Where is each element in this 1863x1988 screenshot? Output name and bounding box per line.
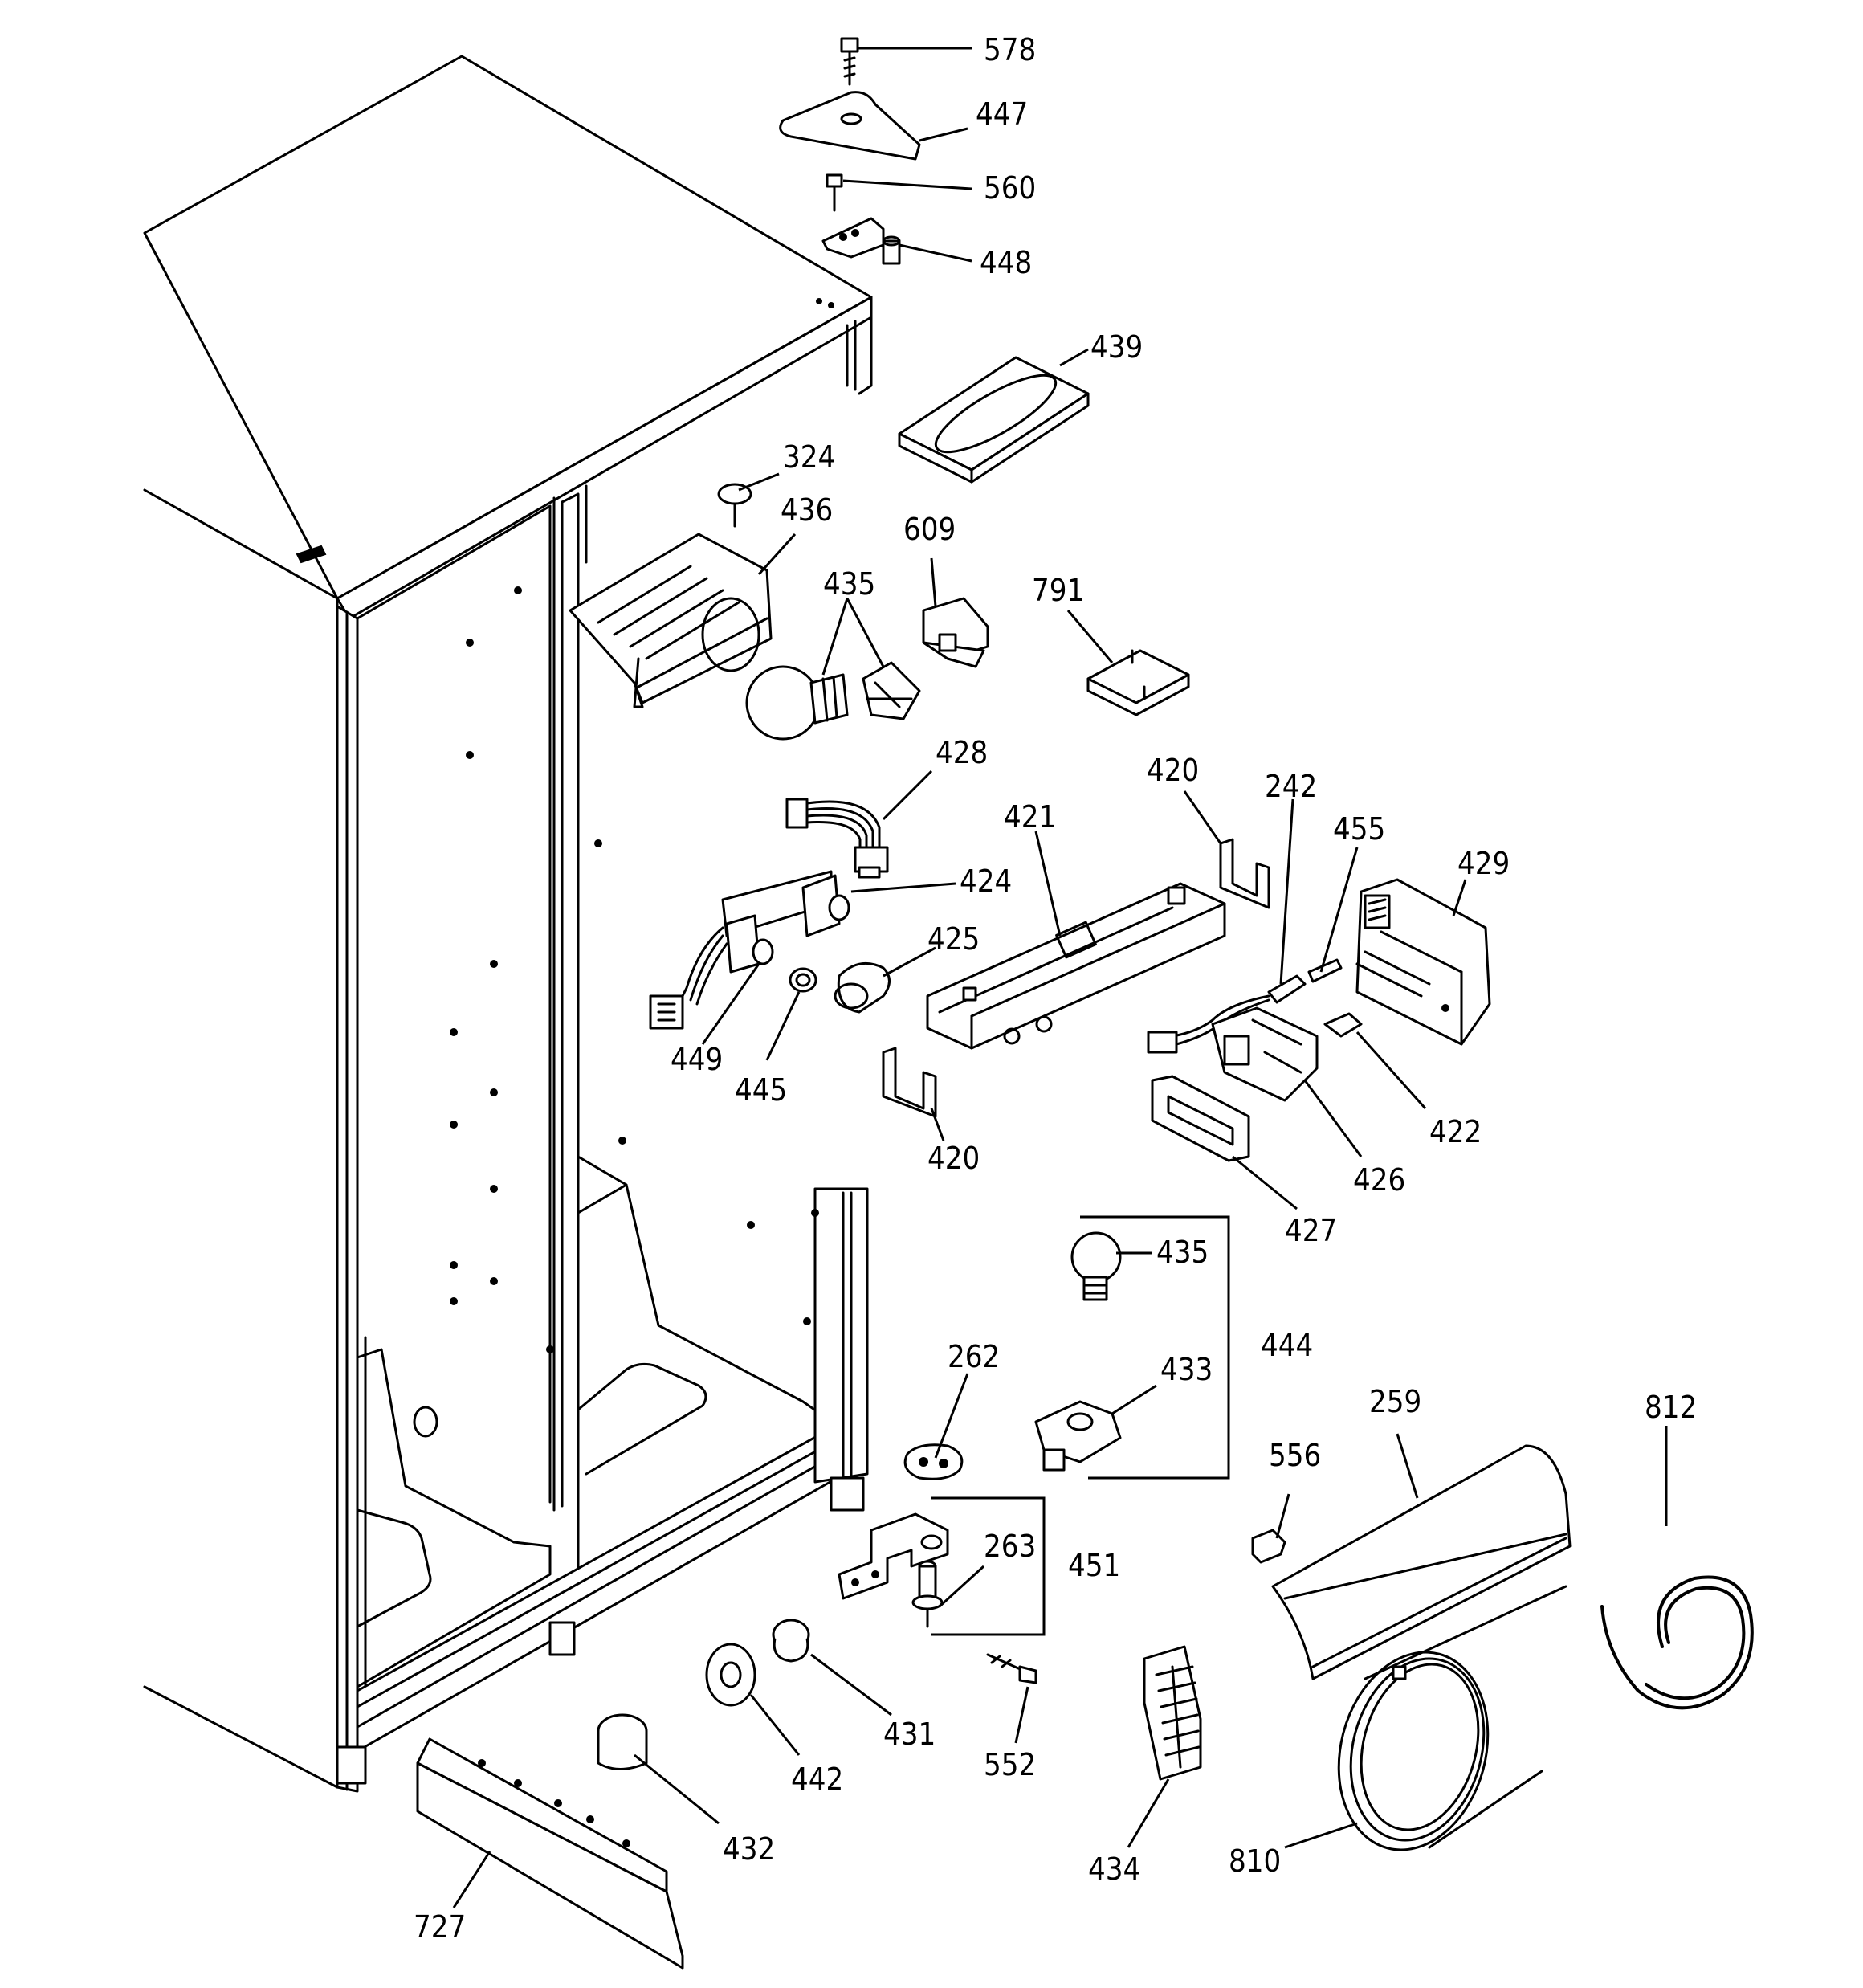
pin-263-icon — [911, 1560, 944, 1628]
label-242: 242 — [1265, 769, 1317, 804]
housing-429-icon — [1355, 878, 1491, 1046]
label-422: 422 — [1429, 1114, 1482, 1149]
label-421: 421 — [1004, 799, 1056, 835]
label-812: 812 — [1645, 1390, 1697, 1425]
label-439: 439 — [1090, 329, 1143, 365]
bezel-427-icon — [1151, 1075, 1250, 1162]
toe-grille-727-icon — [416, 1737, 684, 1970]
label-432: 432 — [723, 1831, 775, 1867]
label-727: 727 — [414, 1909, 466, 1945]
part-labels: 578 447 560 448 439 324 436 609 435 791 … — [414, 32, 1697, 1945]
switch-609-icon — [922, 597, 989, 668]
label-449: 449 — [671, 1042, 723, 1077]
group-bracket-451 — [932, 1496, 1046, 1636]
cap-431-icon — [772, 1619, 810, 1663]
light-shield-439-icon — [898, 356, 1090, 484]
label-433: 433 — [1160, 1352, 1213, 1387]
bracket-420-lower-icon — [882, 1047, 937, 1118]
screw-324-icon — [717, 483, 752, 528]
shield-259-icon — [1271, 1444, 1572, 1680]
clip-556-icon — [1251, 1529, 1286, 1564]
hinge-screw-560-icon — [826, 173, 843, 212]
leader-lines — [452, 47, 1668, 1908]
control-housing-421-icon — [926, 882, 1226, 1050]
plug-432-icon — [597, 1713, 648, 1770]
label-444: 444 — [1261, 1328, 1313, 1363]
label-560: 560 — [984, 170, 1036, 206]
bulb-435-lower-icon — [1070, 1231, 1122, 1301]
control-assembly-424-icon — [649, 870, 850, 1030]
refrigerator-cabinet — [143, 55, 873, 1793]
light-switch-426-icon — [1211, 1006, 1319, 1102]
label-435-lower: 435 — [1156, 1235, 1209, 1270]
bottom-hinge-451-icon — [838, 1512, 949, 1600]
label-259: 259 — [1369, 1384, 1421, 1419]
grille-434-icon — [1143, 1645, 1202, 1781]
light-housing-436-icon — [569, 533, 773, 708]
label-609: 609 — [903, 512, 956, 547]
label-556: 556 — [1269, 1438, 1321, 1473]
washer-262-icon — [903, 1443, 964, 1480]
washer-442-icon — [705, 1643, 756, 1707]
thermistor-242-icon — [1267, 974, 1307, 1004]
clip-422-icon — [1323, 1012, 1363, 1038]
label-445: 445 — [735, 1072, 787, 1108]
socket-433-icon — [1034, 1400, 1122, 1472]
label-426: 426 — [1353, 1162, 1405, 1198]
label-434: 434 — [1088, 1851, 1140, 1887]
label-425: 425 — [927, 921, 980, 957]
label-420-lower: 420 — [927, 1141, 980, 1176]
light-bulb-435-icon — [745, 665, 849, 741]
bushing-445-icon — [789, 967, 817, 993]
wire-harness-428-icon — [785, 798, 889, 879]
label-552: 552 — [984, 1747, 1036, 1782]
label-447: 447 — [976, 96, 1028, 132]
label-436: 436 — [781, 492, 833, 528]
tubing-812-icon — [1600, 1575, 1754, 1710]
label-435-upper: 435 — [823, 566, 875, 602]
label-420-upper: 420 — [1147, 753, 1199, 788]
label-324: 324 — [783, 439, 835, 475]
wire-coil-810-icon — [1337, 1585, 1567, 1851]
hinge-cover-447-icon — [779, 91, 921, 161]
label-424: 424 — [960, 863, 1012, 899]
label-429: 429 — [1457, 846, 1510, 881]
label-262: 262 — [948, 1339, 1000, 1374]
label-791: 791 — [1032, 573, 1084, 608]
label-431: 431 — [883, 1717, 936, 1752]
screw-552-icon — [986, 1653, 1037, 1684]
label-810: 810 — [1229, 1843, 1281, 1879]
label-448: 448 — [980, 245, 1032, 280]
bracket-420-upper-icon — [1219, 838, 1270, 909]
label-578: 578 — [984, 32, 1036, 67]
knob-425-icon — [834, 961, 891, 1014]
label-442: 442 — [791, 1761, 843, 1797]
label-455: 455 — [1333, 811, 1385, 847]
cover-791-icon — [1086, 649, 1190, 716]
label-427: 427 — [1285, 1213, 1337, 1248]
group-bracket-444 — [1080, 1215, 1230, 1480]
top-hinge-448-icon — [821, 217, 901, 265]
light-socket-435-icon — [862, 661, 921, 720]
label-263: 263 — [984, 1529, 1036, 1564]
label-428: 428 — [936, 735, 988, 770]
label-451: 451 — [1068, 1548, 1120, 1583]
hinge-screw-578-icon — [840, 37, 859, 86]
